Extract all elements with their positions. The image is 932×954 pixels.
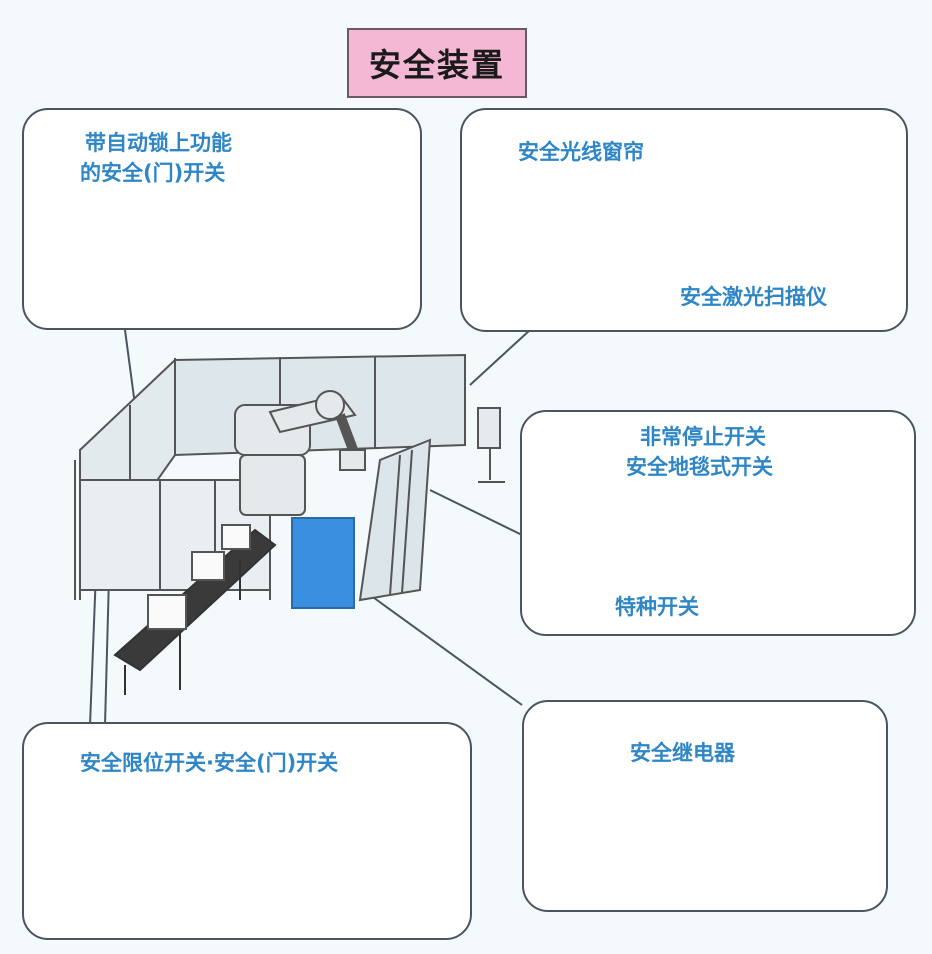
label-door-lock-line2: 的安全(门)开关 — [80, 161, 226, 185]
panel-door-lock-switch — [22, 108, 422, 330]
conveyor — [113, 524, 277, 695]
leader-line — [469, 329, 531, 386]
label-emergency-line1: 非常停止开关 — [640, 425, 766, 449]
label-safety-relay: 安全继电器 — [630, 741, 735, 765]
label-light-curtain: 安全光线窗帘 — [518, 140, 644, 164]
light-curtain-device — [358, 438, 432, 602]
leader-line — [369, 594, 523, 706]
panel-light-curtain — [460, 108, 908, 332]
label-door-lock-line1: 带自动锁上功能 — [85, 131, 232, 155]
panel-safety-relay — [522, 700, 888, 912]
panel-limit-switch — [22, 722, 472, 940]
label-emergency-line2: 安全地毯式开关 — [626, 455, 773, 479]
panel-emergency-stop — [520, 410, 916, 636]
operator-panel — [477, 407, 505, 483]
robot-arm — [234, 390, 366, 516]
label-special-switch: 特种开关 — [615, 595, 699, 619]
label-limit-switch: 安全限位开关·安全(门)开关 — [80, 751, 339, 775]
control-cabinet — [291, 517, 355, 609]
label-laser-scanner: 安全激光扫描仪 — [680, 285, 827, 309]
page-title: 安全装置 — [347, 28, 527, 98]
leader-line — [124, 329, 136, 406]
leader-line — [429, 489, 523, 536]
